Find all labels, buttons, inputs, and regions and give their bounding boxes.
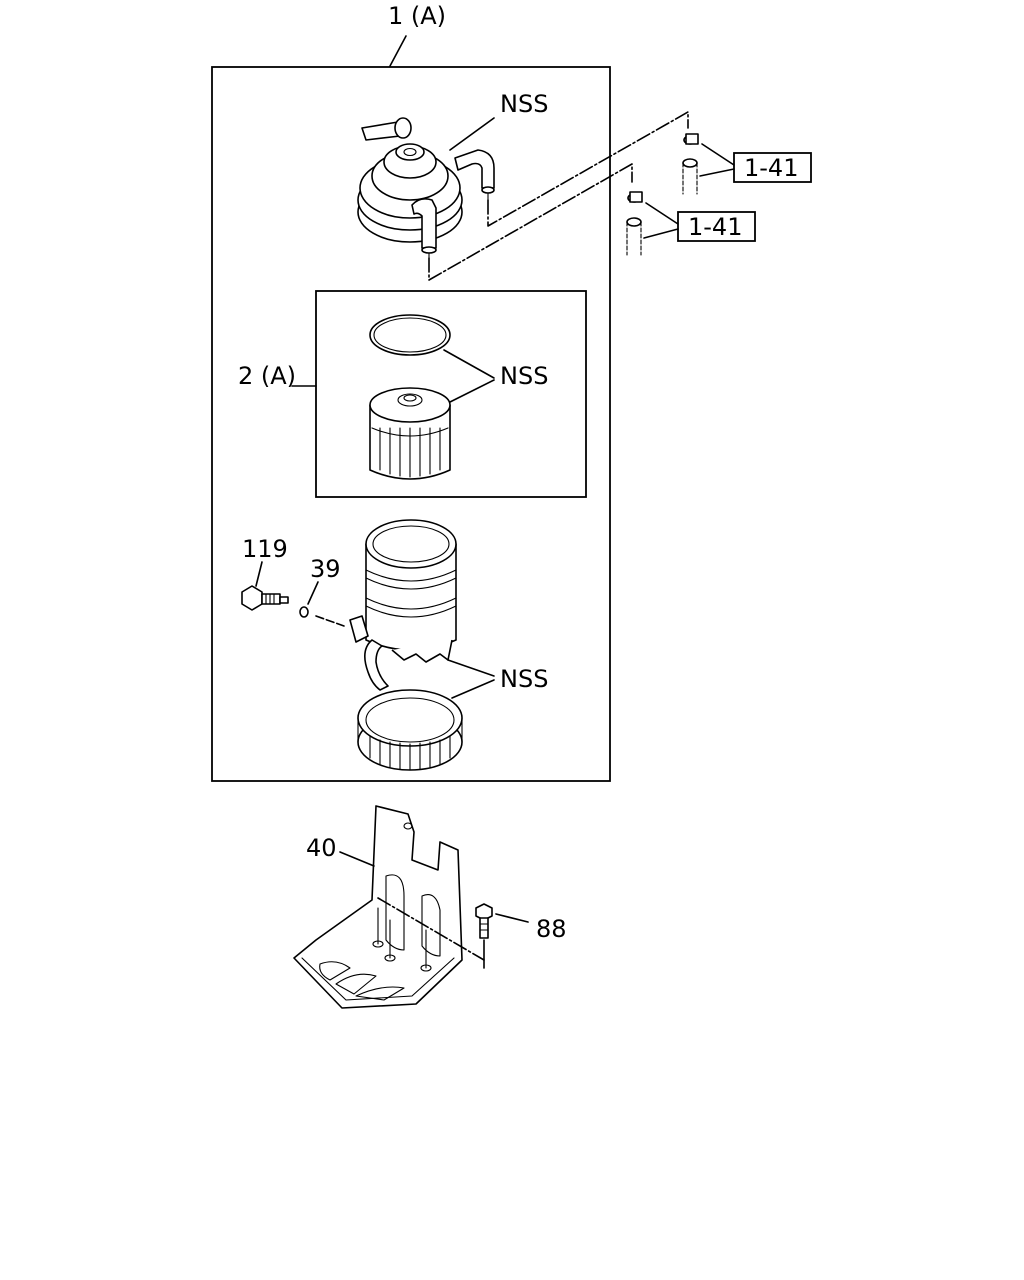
label-bracket: 40	[306, 834, 337, 862]
ref-box-lower	[677, 211, 756, 242]
ref-box-upper	[733, 152, 812, 183]
filter-head	[357, 117, 495, 259]
bolt	[475, 903, 493, 939]
o-ring-small	[299, 606, 309, 618]
filter-element	[369, 387, 451, 480]
assembly-frame	[211, 66, 611, 782]
element-frame	[315, 290, 587, 498]
label-nss-bottom: NSS	[500, 665, 548, 693]
filter-bowl	[349, 519, 457, 691]
label-assembly: 1 (A)	[388, 2, 446, 30]
label-nss-middle: NSS	[500, 362, 548, 390]
label-ref-lower: 1-41	[688, 213, 742, 241]
label-nss-top: NSS	[500, 90, 548, 118]
label-drain-plug: 119	[242, 535, 288, 563]
hose-clamp-upper	[682, 133, 699, 195]
o-ring-large	[369, 314, 451, 356]
label-ref-upper: 1-41	[744, 154, 798, 182]
label-element-assembly: 2 (A)	[238, 362, 296, 390]
retaining-ring	[357, 689, 463, 771]
bracket	[293, 805, 463, 1009]
drain-plug	[241, 585, 289, 611]
label-bolt: 88	[536, 915, 567, 943]
hose-clamp-lower	[626, 191, 643, 256]
label-o-ring: 39	[310, 555, 341, 583]
